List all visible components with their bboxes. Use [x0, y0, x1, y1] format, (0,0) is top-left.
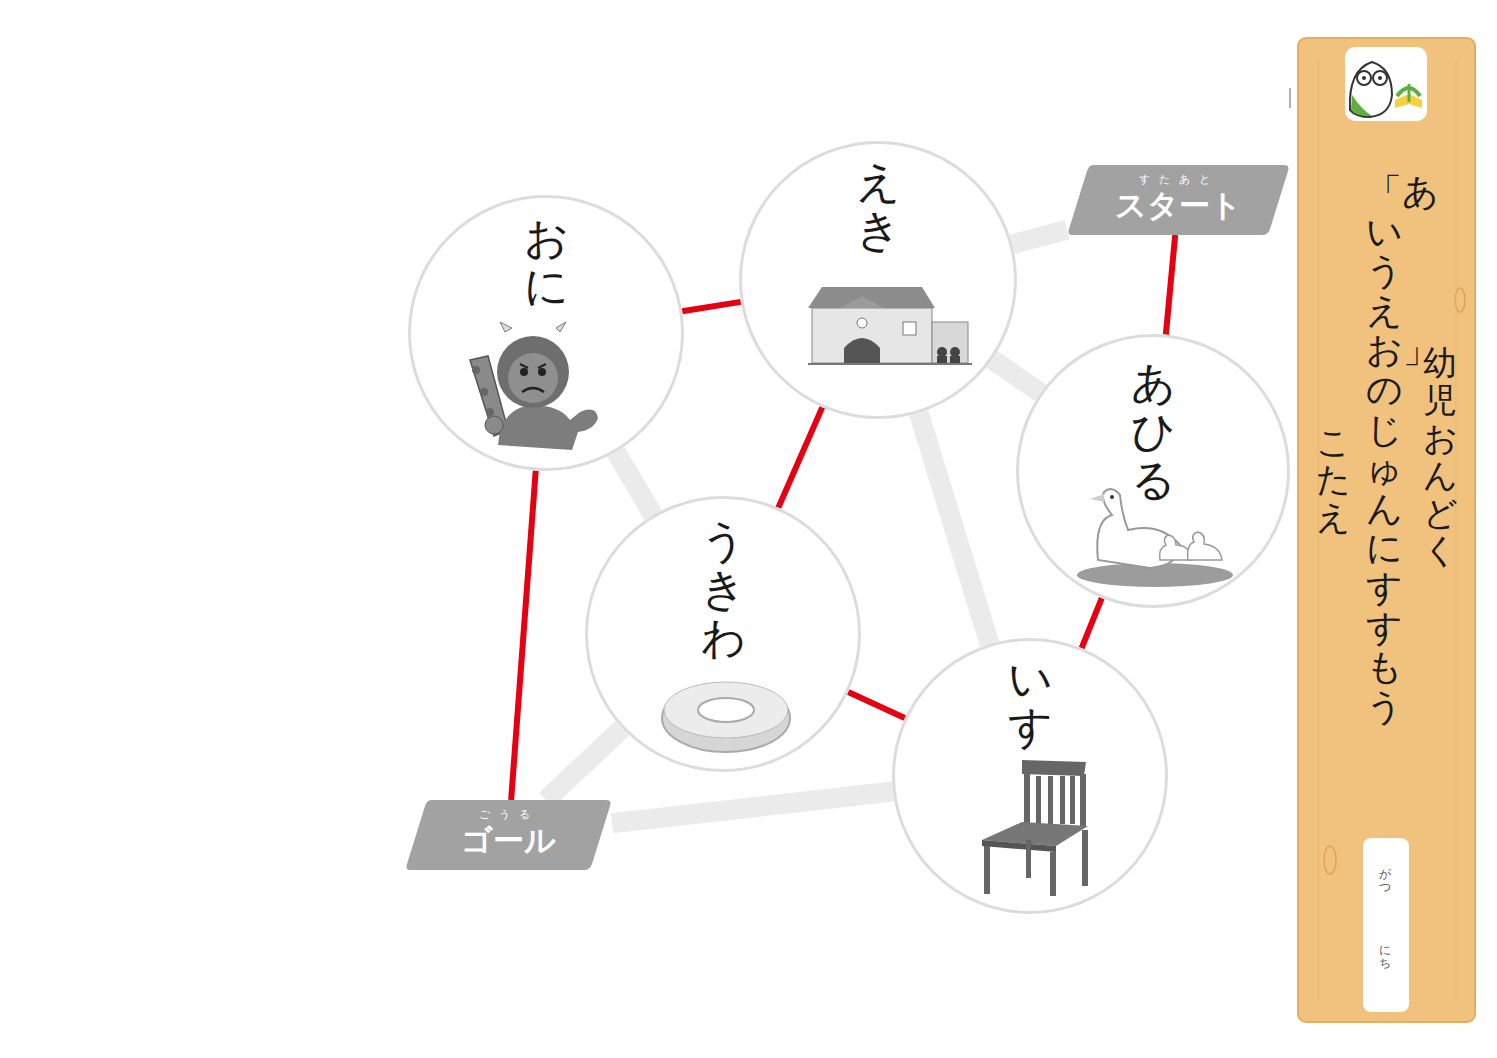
- answer-path: [778, 407, 822, 507]
- tag-box: すたあとスタート: [1067, 165, 1290, 235]
- word-circle: あひる: [1016, 334, 1290, 608]
- word-text: うきわ: [701, 517, 745, 662]
- month-label: がつ: [1379, 868, 1391, 894]
- reading-ruby: すたあと: [1067, 172, 1290, 187]
- tag-text: スタート: [1067, 185, 1290, 227]
- path-line: [612, 792, 893, 824]
- oni-illustration: [470, 322, 598, 450]
- word-text: おに: [524, 214, 568, 311]
- path-line: [1012, 230, 1067, 245]
- word-text: えき: [856, 158, 900, 255]
- answer-path: [848, 692, 904, 718]
- logo-box: [1345, 47, 1427, 121]
- word-circle: おに: [408, 195, 684, 471]
- float-ring-illustration: [662, 682, 790, 752]
- date-box: [1363, 838, 1409, 1012]
- word-text: いす: [1008, 655, 1052, 752]
- answer-path: [682, 302, 740, 311]
- word-circle: いす: [892, 638, 1168, 914]
- answer-path: [1166, 235, 1175, 335]
- chair-illustration: [982, 760, 1088, 896]
- path-line: [616, 452, 653, 515]
- word-circle: うきわ: [585, 496, 861, 772]
- instruction-column: 「あいうえお」のじゅんにすすもう: [1366, 172, 1402, 726]
- tag-text: ゴール: [405, 820, 612, 862]
- path-line: [919, 413, 990, 644]
- title-column: 幼児 おんどく: [1423, 345, 1457, 569]
- owl-logo: [1350, 62, 1422, 117]
- path-line: [546, 728, 622, 800]
- word-text: あひる: [1131, 359, 1175, 504]
- answer-path: [511, 471, 536, 800]
- station-illustration: [808, 287, 972, 364]
- answer-path: [1082, 598, 1102, 648]
- reading-ruby: ごうる: [405, 807, 612, 822]
- path-line: [992, 359, 1040, 393]
- wood-knot: [1324, 846, 1336, 874]
- answer-column: こたえ: [1316, 424, 1350, 536]
- wood-panel: [1298, 38, 1475, 1022]
- divider-mark: [1289, 88, 1291, 108]
- word-circle: えき: [739, 141, 1017, 419]
- day-label: にち: [1379, 944, 1391, 970]
- tag-box: ごうるゴール: [405, 800, 612, 870]
